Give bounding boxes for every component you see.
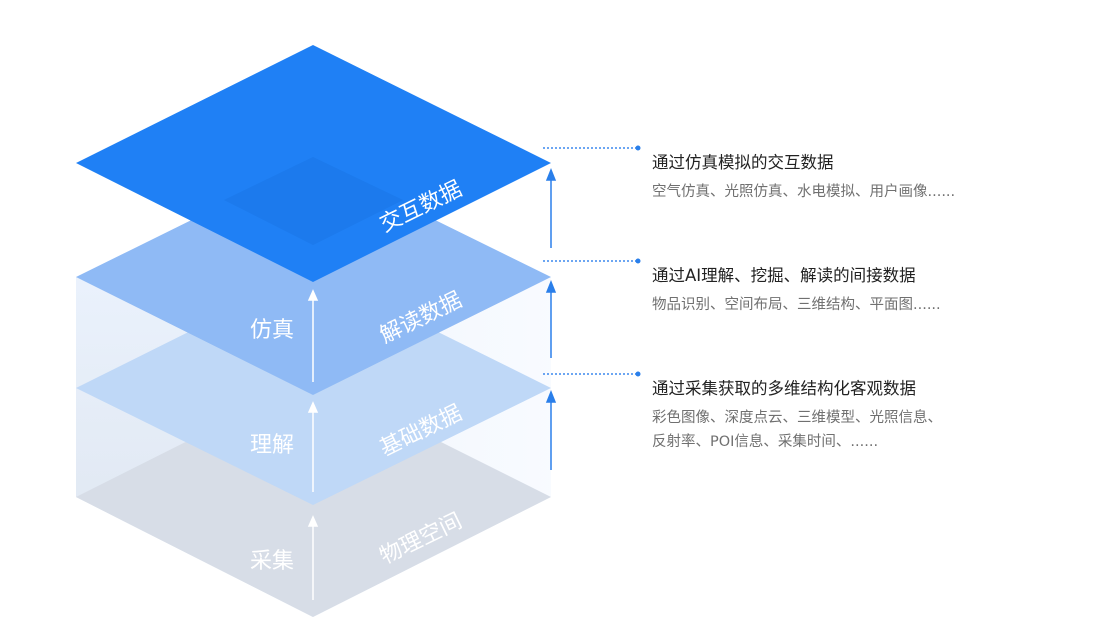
- connector-lines: [543, 147, 636, 375]
- description-title: 通过仿真模拟的交互数据: [652, 153, 834, 172]
- side-label-collection: 采集: [250, 549, 294, 574]
- description-line: 彩色图像、深度点云、三维模型、光照信息、: [652, 409, 942, 426]
- description-line: 物品识别、空间布局、三维结构、平面图......: [652, 296, 941, 313]
- description-interpreted: 通过AI理解、挖掘、解读的间接数据 物品识别、空间布局、三维结构、平面图....…: [652, 266, 941, 313]
- description-line: 空气仿真、光照仿真、水电模拟、用户画像......: [652, 182, 955, 200]
- connector-dots: [635, 145, 641, 377]
- description-title: 通过AI理解、挖掘、解读的间接数据: [652, 266, 916, 285]
- right-arrows: [545, 167, 557, 470]
- side-label-simulation: 仿真: [250, 318, 294, 343]
- layer-interaction-data-inner: [224, 157, 403, 245]
- side-label-understanding: 理解: [250, 433, 294, 458]
- description-line: 反射率、POI信息、采集时间、......: [652, 433, 878, 450]
- description-interaction: 通过仿真模拟的交互数据 空气仿真、光照仿真、水电模拟、用户画像......: [652, 153, 955, 200]
- description-basic: 通过采集获取的多维结构化客观数据 彩色图像、深度点云、三维模型、光照信息、 反射…: [652, 379, 942, 450]
- left-arrows: [307, 289, 319, 600]
- description-title: 通过采集获取的多维结构化客观数据: [652, 379, 916, 398]
